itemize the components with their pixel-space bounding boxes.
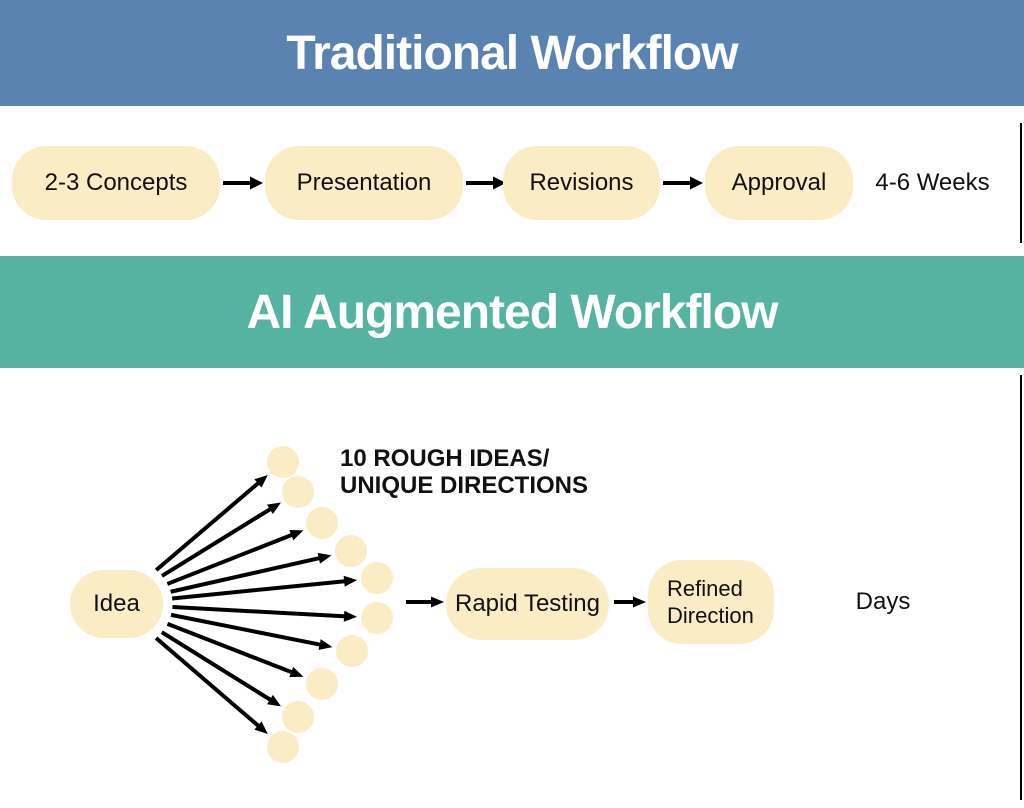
fan-arrow-1 <box>154 480 261 572</box>
node-revisions: Revisions <box>503 146 660 220</box>
fan-arrow-8-head <box>289 666 304 678</box>
rough-idea-circle-7 <box>336 635 368 667</box>
fan-arrow-7-head <box>318 639 333 650</box>
ai-duration-label: Days <box>855 588 911 615</box>
duration-bracket-line-top <box>1020 123 1022 243</box>
rough-idea-circle-8 <box>306 668 338 700</box>
rough-idea-circle-6 <box>361 602 393 634</box>
rough-idea-circle-3 <box>306 507 338 539</box>
fan-arrow-4-head <box>317 552 332 564</box>
fan-arrow-10-head <box>254 721 268 734</box>
fan-arrow-9-head <box>267 694 282 707</box>
traditional-duration-label: 4-6 Weeks <box>875 169 990 196</box>
fan-arrow-9 <box>160 630 273 703</box>
fan-arrow-2 <box>160 506 273 578</box>
ai-title: AI Augmented Workflow <box>246 285 779 339</box>
arrow-revisions-to-approval <box>663 176 703 190</box>
fan-arrow-2-head <box>267 502 281 515</box>
node-presentation: Presentation <box>265 146 463 220</box>
node-concepts: 2-3 Concepts <box>12 146 220 220</box>
fan-arrow-5 <box>171 579 347 601</box>
ai-header-band: AI Augmented Workflow <box>0 256 1024 368</box>
duration-bracket-line-bottom <box>1020 375 1022 800</box>
node-rapid-testing: Rapid Testing <box>446 568 609 640</box>
arrow-presentation-to-revisions <box>466 176 506 190</box>
fan-arrow-7 <box>170 612 322 647</box>
rough-idea-circle-10 <box>267 731 299 763</box>
fan-arrows-graphic <box>154 446 646 763</box>
rough-idea-circle-1 <box>267 446 299 478</box>
node-refined-direction: Refined Direction <box>648 560 774 644</box>
node-approval: Approval <box>705 146 853 220</box>
rough-idea-circle-9 <box>282 701 314 733</box>
fan-arrow-10 <box>154 636 261 729</box>
fan-arrow-5-head <box>343 575 358 587</box>
fan-arrow-3 <box>166 532 294 586</box>
node-idea: Idea <box>70 570 163 638</box>
rough-idea-circle-2 <box>282 476 314 508</box>
traditional-title: Traditional Workflow <box>286 26 738 80</box>
arrow-rapid-testing-to-refined-direction-head <box>633 596 646 608</box>
traditional-header-band: Traditional Workflow <box>0 0 1024 106</box>
fan-arrow-4 <box>170 555 322 594</box>
rough-idea-circle-4 <box>335 535 367 567</box>
rough-idea-circle-5 <box>361 562 393 594</box>
ai-workflow-section: Idea 10 ROUGH IDEAS/ UNIQUE DIRECTIONS R… <box>0 368 1024 808</box>
arrow-ideas-to-rapid-testing-head <box>431 596 444 608</box>
arrow-concepts-to-presentation <box>223 176 263 190</box>
fan-arrow-8 <box>166 621 294 675</box>
fan-arrow-3-head <box>289 529 304 541</box>
fan-arrow-6 <box>172 605 347 619</box>
fan-arrow-1-head <box>254 474 268 488</box>
fan-arrow-6-head <box>343 610 358 622</box>
fan-label: 10 ROUGH IDEAS/ UNIQUE DIRECTIONS <box>340 445 589 499</box>
